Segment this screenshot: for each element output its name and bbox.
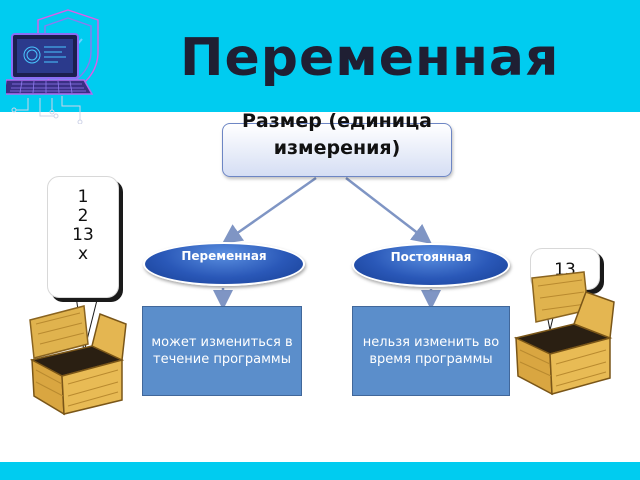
- constant-description-text: нельзя изменить во время программы: [362, 335, 500, 367]
- open-wooden-box-icon: [513, 271, 615, 396]
- branch-constant-label: Постоянная: [390, 250, 472, 264]
- page-title: Переменная: [180, 28, 560, 88]
- callout-value: 2: [77, 206, 89, 226]
- callout-value: x: [77, 244, 89, 264]
- laptop-security-icon: [6, 9, 99, 124]
- callout-values-left: 1 2 13 x: [47, 176, 119, 298]
- open-wooden-box-icon: [29, 305, 127, 416]
- branch-variable-label: Переменная: [181, 249, 267, 263]
- root-node-label: Размер (единица измерения): [242, 110, 432, 159]
- constant-description-box: нельзя изменить во время программы: [352, 306, 510, 396]
- callout-value: 13: [72, 225, 94, 245]
- variable-description-text: может измениться в течение программы: [151, 335, 293, 367]
- connector-root-variable: [221, 176, 317, 244]
- header-band: [0, 0, 640, 112]
- footer-band: [0, 462, 640, 480]
- branch-constant-node: Постоянная: [352, 243, 510, 287]
- root-node-box: [222, 123, 452, 177]
- connector-root-constant: [345, 177, 432, 245]
- branch-variable-node: Переменная: [143, 242, 305, 286]
- variable-description-box: может измениться в течение программы: [142, 306, 302, 396]
- callout-value: 1: [77, 187, 89, 207]
